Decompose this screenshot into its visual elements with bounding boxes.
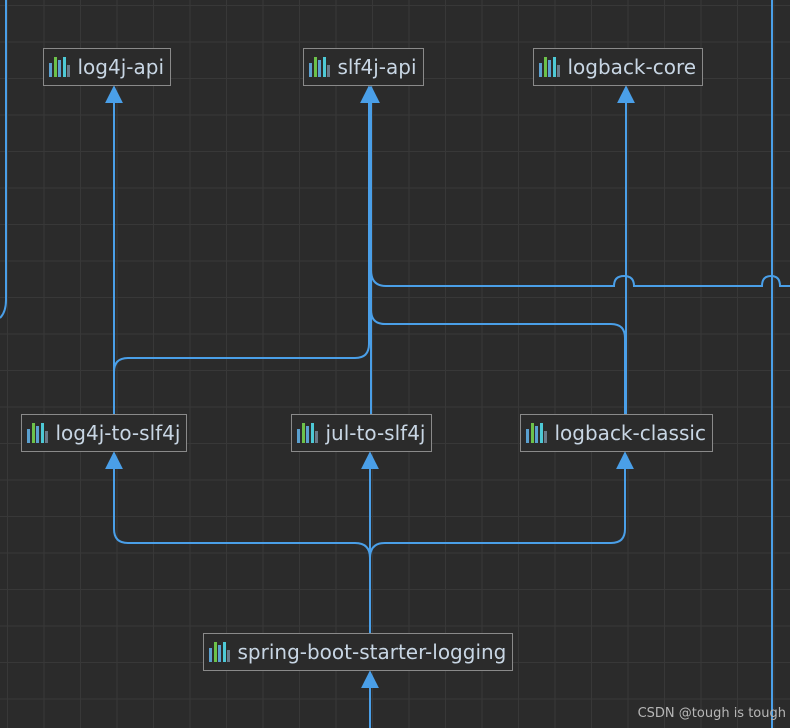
- edge-offscreen-left: [0, 0, 7, 319]
- edge-logback-classic-to-slf4j-api: [370, 309, 626, 414]
- node-label: log4j-to-slf4j: [55, 421, 181, 445]
- node-log4j-to-slf4j[interactable]: log4j-to-slf4j: [21, 414, 188, 452]
- node-label: slf4j-api: [337, 55, 417, 79]
- watermark: CSDN @tough is tough: [637, 706, 786, 721]
- edge-starter-to-logback-classic: [369, 451, 634, 559]
- edge-starter-to-log4j-to-slf4j: [105, 451, 371, 559]
- node-logback-core[interactable]: logback-core: [533, 48, 704, 86]
- node-jul-to-slf4j[interactable]: jul-to-slf4j: [291, 414, 433, 452]
- library-module-icon: [526, 423, 549, 443]
- library-module-icon: [539, 57, 562, 77]
- edge-to-right-offscreen: [370, 269, 790, 287]
- node-label: logback-core: [567, 55, 697, 79]
- library-module-icon: [27, 423, 50, 443]
- edge-log4j-to-slf4j-to-slf4j-api: [113, 85, 378, 373]
- node-label: logback-classic: [554, 421, 706, 445]
- node-label: log4j-api: [77, 55, 165, 79]
- node-label: jul-to-slf4j: [325, 421, 426, 445]
- library-module-icon: [309, 57, 332, 77]
- node-slf4j-api[interactable]: slf4j-api: [303, 48, 424, 86]
- node-log4j-api[interactable]: log4j-api: [43, 48, 171, 86]
- library-module-icon: [209, 642, 232, 662]
- library-module-icon: [297, 423, 320, 443]
- node-label: spring-boot-starter-logging: [237, 640, 507, 664]
- library-module-icon: [49, 57, 72, 77]
- node-spring-boot-starter-logging[interactable]: spring-boot-starter-logging: [203, 633, 514, 671]
- node-logback-classic[interactable]: logback-classic: [520, 414, 713, 452]
